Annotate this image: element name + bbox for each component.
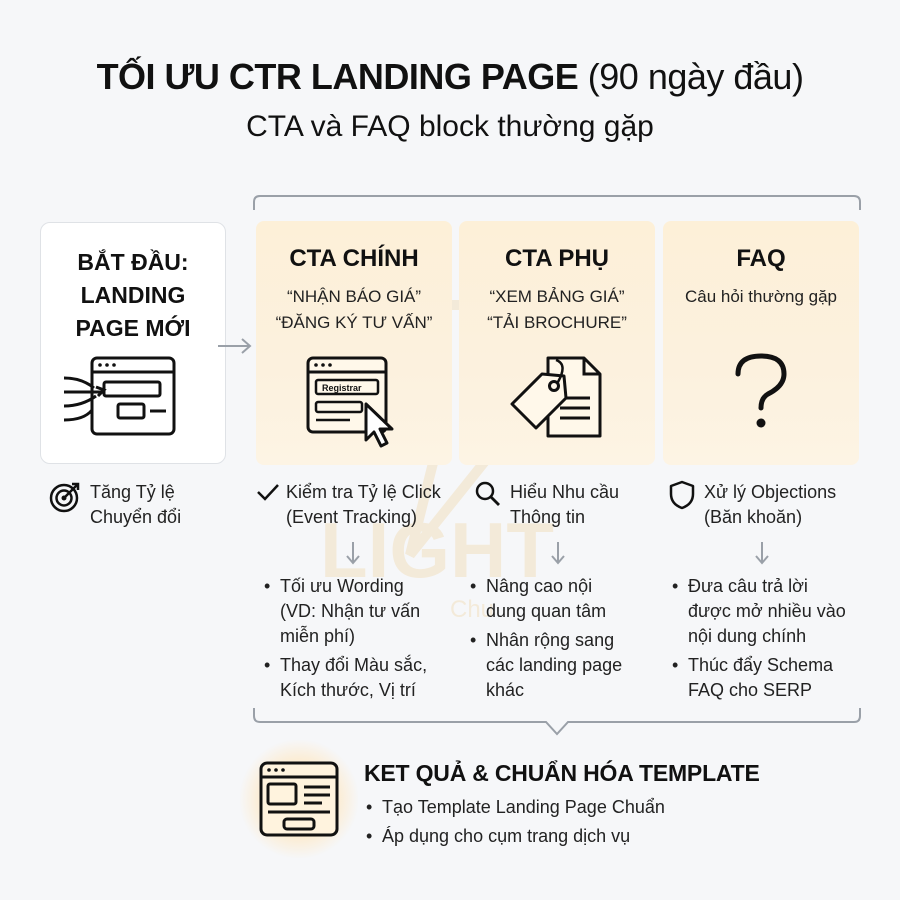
start-box xyxy=(40,222,226,464)
panel-line: “TẢI BROCHURE” xyxy=(487,313,627,332)
bullet-item: Thúc đẩy Schema FAQ cho SERP xyxy=(670,653,866,703)
bullet-item: Tối ưu Wording (VD: Nhận tư vấn miễn phí… xyxy=(262,574,458,649)
bullet-line: Nhân rộng sang xyxy=(486,630,615,650)
bullet-line: Thúc đẩy Schema xyxy=(688,655,834,675)
start-title: BẮT ĐẦU: LANDING PAGE MỚI xyxy=(40,246,226,345)
result-title: KET QUẢ & CHUẨN HÓA TEMPLATE xyxy=(364,760,760,786)
panel-line: “NHẬN BÁO GIÁ” xyxy=(286,287,422,306)
bracket-top xyxy=(253,195,861,210)
start-metric: Tăng Tỷ lệ Chuyển đổi xyxy=(90,480,181,530)
bullet-line: khác xyxy=(486,680,525,700)
price-tag-document-icon xyxy=(510,356,602,438)
browser-click-icon: Registrar xyxy=(306,356,394,448)
panel-metric: Hiểu Nhu cầu Thông tin xyxy=(510,480,619,530)
question-mark-icon xyxy=(735,353,787,428)
bullet-line: dung quan tâm xyxy=(486,601,607,621)
bullet-line: Nâng cao nội xyxy=(486,576,593,596)
bullet-line: Tối ưu Wording xyxy=(280,576,404,596)
bullet-item: Thay đổi Màu sắc, Kích thước, Vị trí xyxy=(262,653,458,703)
result-bullets: Tạo Template Landing Page Chuẩn Áp dụng … xyxy=(364,795,665,853)
start-metric-line: Tăng Tỷ lệ xyxy=(90,482,175,502)
bullet-item: Nâng cao nội dung quan tâm xyxy=(468,574,664,624)
panel-metric: Xử lý Objections (Băn khoăn) xyxy=(704,480,836,530)
start-title-line: PAGE MỚI xyxy=(75,315,191,341)
panel-metric: Kiểm tra Tỷ lệ Click (Event Tracking) xyxy=(286,480,441,530)
panel-title: FAQ xyxy=(736,245,786,272)
panel-bullets: Tối ưu Wording (VD: Nhận tư vấn miễn phí… xyxy=(262,574,458,707)
bullet-line: được mở nhiều vào xyxy=(688,601,846,621)
panel-metric-line: Kiểm tra Tỷ lệ Click xyxy=(286,482,441,502)
shield-icon xyxy=(669,480,695,510)
bullet-line: Đưa câu trả lời xyxy=(688,576,808,596)
start-title-line: BẮT ĐẦU: xyxy=(77,249,189,275)
template-layout-icon xyxy=(259,761,339,837)
bullet-line: nội dung chính xyxy=(688,626,807,646)
panel-line: “ĐĂNG KÝ TƯ VẤN” xyxy=(275,313,433,332)
registrar-button-text: Registrar xyxy=(322,383,362,393)
panel-bullets: Đưa câu trả lời được mở nhiều vào nội du… xyxy=(670,574,866,707)
start-metric-line: Chuyển đổi xyxy=(90,507,182,527)
landing-page-icon xyxy=(63,356,176,436)
search-icon xyxy=(475,481,500,506)
bullet-line: các landing page xyxy=(486,655,623,675)
page-subtitle: CTA và FAQ block thường gặp xyxy=(246,110,654,143)
panel-metric-line: Xử lý Objections xyxy=(704,482,837,502)
panel-line: “XEM BẢNG GIÁ” xyxy=(489,287,625,306)
panel-metric-line: Hiểu Nhu cầu xyxy=(510,482,620,502)
start-title-line: LANDING xyxy=(80,282,186,308)
panel-bullets: Nâng cao nội dung quan tâm Nhân rộng san… xyxy=(468,574,664,707)
bullet-item: Áp dụng cho cụm trang dịch vụ xyxy=(364,824,665,849)
panel-line: Câu hỏi thường gặp xyxy=(684,287,838,306)
panel-title: CTA CHÍNH xyxy=(289,245,419,272)
panel-metric-line: (Event Tracking) xyxy=(286,507,418,527)
page-title: TỐI ƯU CTR LANDING PAGE (90 ngày đầu) xyxy=(0,52,900,102)
check-icon xyxy=(257,484,279,501)
arrow-down-icon xyxy=(346,542,360,565)
bullet-line: miễn phí) xyxy=(280,626,356,646)
bullet-line: (VD: Nhận tư vấn xyxy=(280,601,421,621)
target-icon xyxy=(49,482,80,513)
bracket-bottom xyxy=(253,708,861,736)
bullet-line: FAQ cho SERP xyxy=(688,680,813,700)
title-period: (90 ngày đầu) xyxy=(587,56,804,97)
panel-title: CTA PHỤ xyxy=(505,245,609,272)
bullet-item: Nhân rộng sang các landing page khác xyxy=(468,628,664,703)
panel-metric-line: (Băn khoăn) xyxy=(704,507,803,527)
panel-metric-line: Thông tin xyxy=(510,507,586,527)
arrow-down-icon xyxy=(551,542,565,565)
title-main: TỐI ƯU CTR LANDING PAGE xyxy=(96,56,579,97)
arrow-right-icon xyxy=(218,338,252,354)
bullet-line: Kích thước, Vị trí xyxy=(280,680,416,700)
bullet-item: Đưa câu trả lời được mở nhiều vào nội du… xyxy=(670,574,866,649)
bullet-item: Tạo Template Landing Page Chuẩn xyxy=(364,795,665,820)
bullet-line: Thay đổi Màu sắc, xyxy=(280,655,428,675)
arrow-down-icon xyxy=(755,542,769,565)
